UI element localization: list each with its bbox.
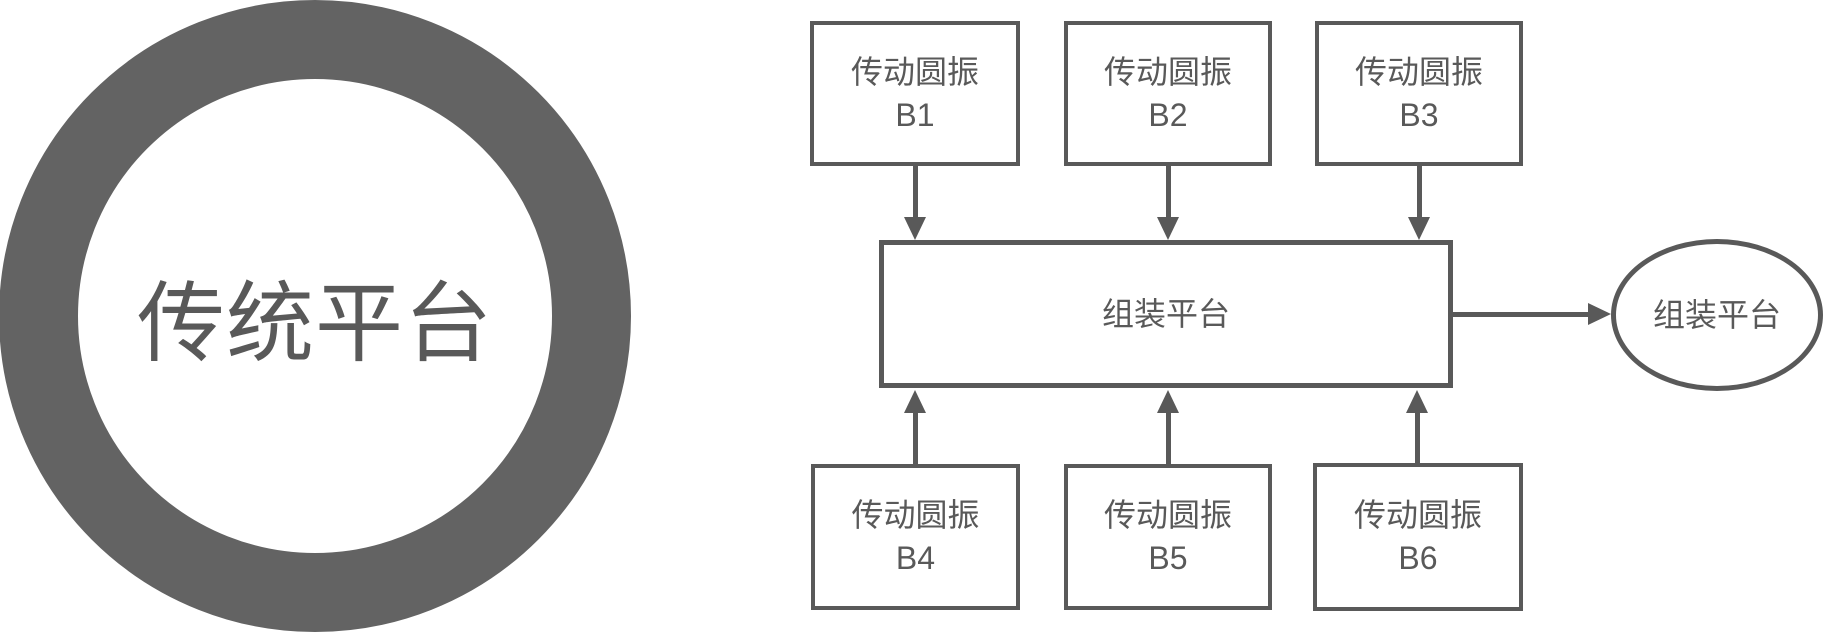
node-b5: 传动圆振 B5	[1064, 464, 1272, 610]
assembly-platform-box-label: 组装平台	[1101, 295, 1230, 332]
arrow-head-right-icon	[1588, 303, 1611, 325]
node-b1-line2: B1	[895, 96, 935, 133]
node-b6-line1: 传动圆振	[1353, 497, 1482, 533]
assembly-platform-ellipse: 组装平台	[1611, 239, 1823, 391]
arrow-head-up-icon	[1157, 390, 1179, 413]
traditional-platform-label: 传统平台	[136, 273, 493, 373]
arrow-head-down-icon	[1157, 217, 1179, 240]
node-b5-line2: B5	[1148, 540, 1188, 576]
arrow-stem	[1415, 411, 1420, 464]
node-b3: 传动圆振 B3	[1315, 21, 1523, 166]
node-b1: 传动圆振 B1	[810, 21, 1020, 166]
arrow-head-up-icon	[1406, 390, 1428, 413]
node-b2-line1: 传动圆振	[1103, 53, 1232, 90]
node-b2: 传动圆振 B2	[1064, 21, 1272, 166]
assembly-platform-box: 组装平台	[879, 240, 1453, 388]
node-b5-line1: 传动圆振	[1103, 497, 1232, 533]
node-b4-line1: 传动圆振	[851, 497, 980, 533]
assembly-platform-ellipse-label: 组装平台	[1652, 296, 1781, 333]
arrow-stem	[1453, 312, 1590, 317]
arrow-stem	[1166, 411, 1171, 464]
arrow-stem	[913, 166, 918, 219]
node-b3-line2: B3	[1399, 96, 1439, 133]
traditional-platform-label-wrap: 传统平台	[0, 0, 631, 632]
node-b4: 传动圆振 B4	[811, 464, 1020, 610]
arrow-head-up-icon	[904, 390, 926, 413]
arrow-stem	[913, 411, 918, 464]
node-b6-line2: B6	[1398, 540, 1438, 576]
arrow-head-down-icon	[1408, 217, 1430, 240]
node-b6: 传动圆振 B6	[1313, 463, 1523, 611]
node-b1-line1: 传动圆振	[850, 53, 979, 90]
node-b2-line2: B2	[1148, 96, 1188, 133]
arrow-stem	[1166, 166, 1171, 219]
node-b4-line2: B4	[895, 540, 936, 576]
arrow-head-down-icon	[904, 217, 926, 240]
arrow-stem	[1417, 166, 1422, 219]
node-b3-line1: 传动圆振	[1354, 53, 1483, 90]
